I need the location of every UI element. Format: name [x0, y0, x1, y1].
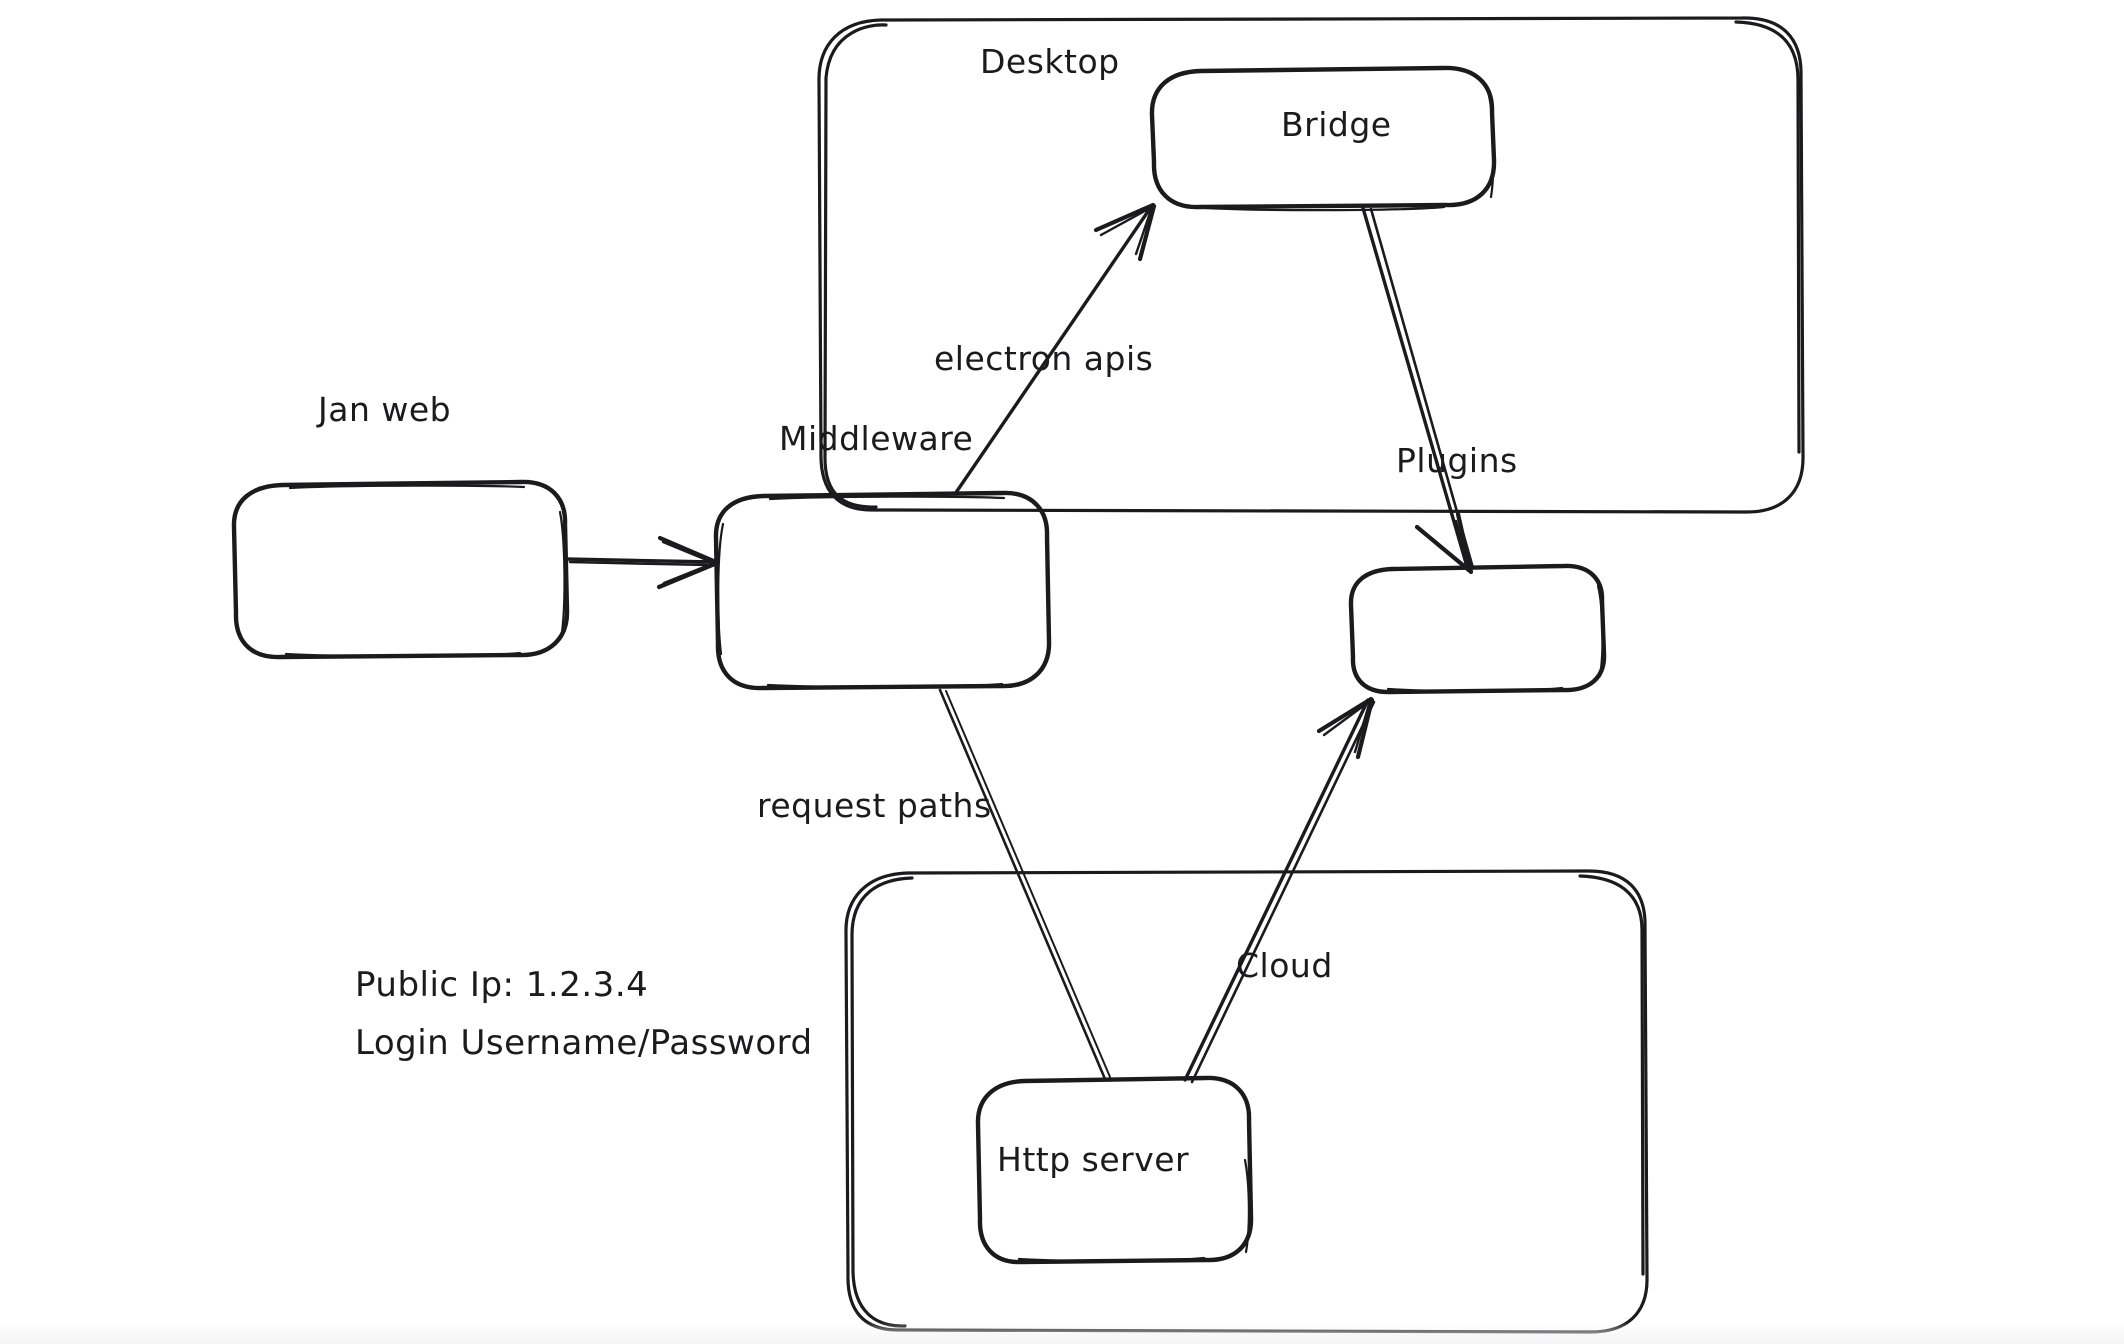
node-http-server-border[interactable]: [975, 1075, 1254, 1265]
group-label-desktop: Desktop: [980, 42, 1120, 81]
node-plugins-border[interactable]: [1348, 563, 1607, 695]
edge-middleware-to-http: [938, 688, 1111, 1081]
node-jan-web-border[interactable]: [231, 479, 570, 660]
edge-middleware-to-bridge: [953, 202, 1157, 496]
edge-bridge-to-plugins: [1361, 206, 1475, 575]
node-bridge-border[interactable]: [1149, 65, 1497, 212]
edge-jan-to-middleware: [564, 535, 720, 590]
node-label-http-server: Http server: [997, 1140, 1190, 1179]
edge-label-electron-apis: electron apis: [934, 339, 1154, 378]
edge-label-cloud: Cloud: [1236, 946, 1333, 985]
note-login-credentials: Login Username/Password: [355, 1023, 813, 1063]
node-label-jan-web: Jan web: [318, 390, 452, 429]
node-label-middleware: Middleware: [779, 419, 974, 458]
node-label-bridge: Bridge: [1281, 105, 1392, 144]
note-public-ip: Public Ip: 1.2.3.4: [355, 965, 649, 1005]
edge-http-to-plugins: [1183, 696, 1376, 1084]
group-desktop-border: [817, 16, 1805, 514]
node-label-plugins: Plugins: [1396, 441, 1518, 480]
node-middleware-border[interactable]: [713, 490, 1052, 691]
page-bottom-fade: [0, 1322, 2124, 1344]
edge-label-request-paths: request paths: [757, 786, 992, 825]
